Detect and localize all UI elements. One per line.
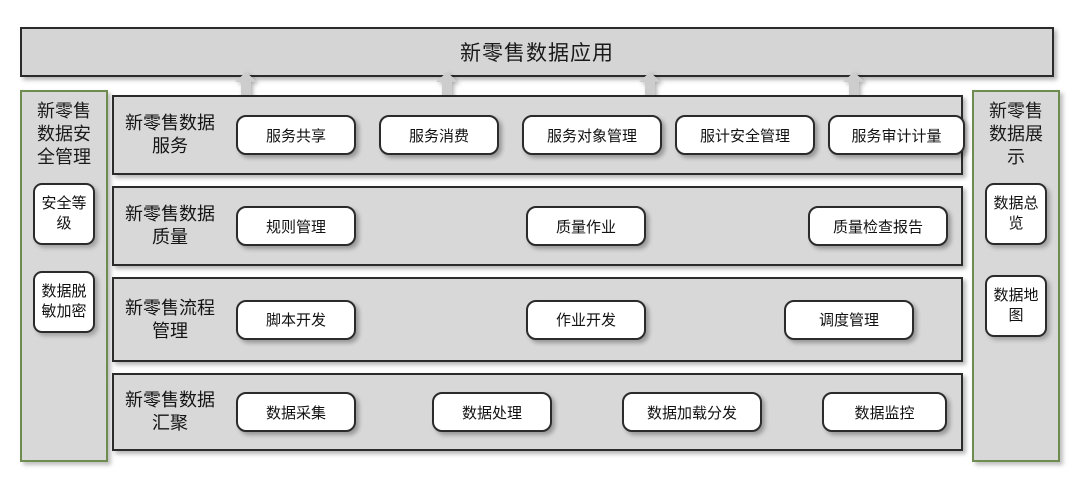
node-box[interactable]: 数据采集: [236, 392, 356, 432]
node-box[interactable]: 调度管理: [784, 299, 914, 340]
panel-data-security-management: 新零售数据安全管理 安全等级 数据脱敏加密: [20, 90, 108, 462]
node-box[interactable]: 作业开发: [526, 299, 646, 340]
node-box[interactable]: 质量作业: [526, 206, 646, 246]
layer-row: 新零售数据质量规则管理 质量作业 质量检查报告: [112, 186, 963, 266]
node-box[interactable]: 服务共享: [236, 115, 356, 155]
arrow-up-4-icon: [843, 72, 865, 99]
arrow-up-2-icon: [436, 72, 458, 99]
node-box[interactable]: 服务审计计量: [828, 115, 965, 155]
node-box[interactable]: 数据加载分发: [622, 392, 762, 432]
row-label: 新零售数据汇聚: [125, 390, 215, 433]
panel-data-presentation: 新零售数据展示 数据总览 数据地图: [972, 90, 1060, 462]
layer-row: 新零售数据服务服务共享服务消费服务对象管理服计安全管理服务审计计量: [112, 95, 965, 175]
left-panel-title: 新零售数据安全管理: [37, 101, 91, 167]
right-panel-item-data-overview[interactable]: 数据总览: [985, 183, 1047, 245]
arrow-up-1-icon: [235, 72, 257, 99]
row-label: 新零售数据服务: [125, 113, 215, 156]
right-panel-item-data-map[interactable]: 数据地图: [985, 275, 1047, 337]
node-box[interactable]: 质量检查报告: [808, 206, 948, 246]
node-box[interactable]: 脚本开发: [236, 299, 356, 340]
arrow-up-3-icon: [639, 72, 661, 99]
layer-row: 新零售流程管理脚本开发 作业开发 调度管理: [112, 277, 963, 362]
top-banner-data-application: 新零售数据应用: [20, 27, 1054, 77]
row-label: 新零售流程管理: [125, 297, 215, 341]
node-box[interactable]: 规则管理: [236, 206, 356, 246]
node-box[interactable]: 数据监控: [822, 392, 947, 432]
left-panel-item-security-level[interactable]: 安全等级: [33, 183, 95, 245]
node-box[interactable]: 服务消费: [379, 115, 499, 155]
node-box[interactable]: 数据处理: [432, 392, 552, 432]
right-panel-title: 新零售数据展示: [989, 101, 1043, 167]
node-box[interactable]: 服计安全管理: [675, 115, 815, 155]
node-box[interactable]: 服务对象管理: [522, 115, 662, 155]
banner-title: 新零售数据应用: [460, 42, 614, 65]
row-label: 新零售数据质量: [125, 204, 215, 247]
left-panel-item-data-masking-encryption[interactable]: 数据脱敏加密: [33, 271, 95, 333]
main-layer-stack: 新零售数据服务服务共享服务消费服务对象管理服计安全管理服务审计计量新零售数据质量…: [112, 95, 965, 461]
layer-row: 新零售数据汇聚数据采集 数据处理 数据加载分发 数据监控: [112, 373, 963, 451]
